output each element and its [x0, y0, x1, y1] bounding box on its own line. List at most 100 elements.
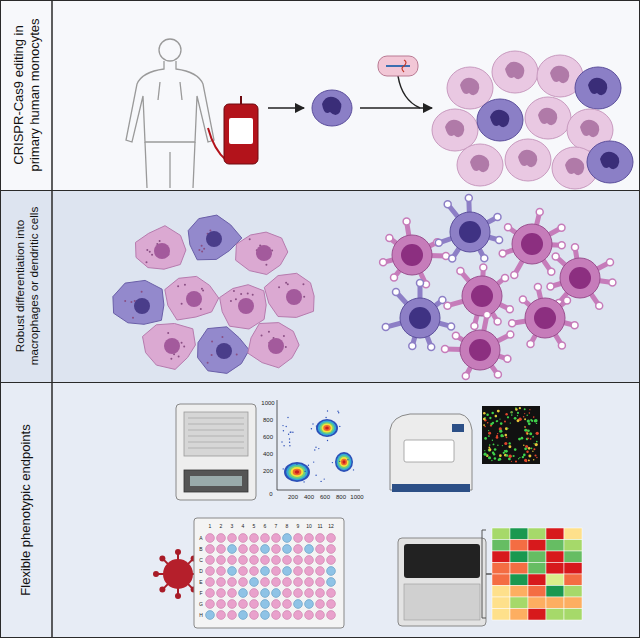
virion — [163, 559, 193, 589]
granule — [132, 317, 134, 319]
signal-dot — [523, 445, 525, 447]
well — [283, 545, 292, 554]
signal-dot — [511, 411, 512, 412]
signal-dot — [524, 426, 526, 428]
event-dot — [303, 481, 304, 482]
signal-dot — [533, 448, 535, 450]
plate-index: 6 — [264, 524, 267, 529]
heatmap-cell — [564, 563, 582, 575]
nucleus — [256, 245, 272, 261]
plate-index: 1 — [209, 524, 212, 529]
granule — [285, 282, 287, 284]
dendritic-cell — [462, 276, 502, 316]
well — [294, 578, 303, 587]
signal-dot — [523, 416, 525, 418]
well — [283, 600, 292, 609]
dendrite-tip — [609, 279, 616, 286]
nucleus — [469, 339, 491, 361]
heatmap-cell — [528, 586, 546, 598]
heatmap-cell — [510, 563, 528, 575]
signal-dot — [488, 456, 491, 459]
signal-dot — [489, 444, 491, 446]
dendrite-tip — [386, 235, 393, 242]
plate-index: 8 — [286, 524, 289, 529]
cell — [432, 109, 478, 151]
cell — [525, 97, 571, 139]
heatmap-cell — [492, 609, 510, 621]
dendrite-tip — [509, 320, 516, 327]
nucleus — [268, 338, 284, 354]
spike-tip — [175, 549, 181, 555]
heatmap-cell — [546, 597, 564, 609]
well — [206, 578, 215, 587]
well — [327, 556, 336, 565]
heatmap-cell — [564, 597, 582, 609]
signal-dot — [497, 410, 500, 413]
signal-dot — [511, 414, 513, 416]
dendrite-tip — [571, 322, 578, 329]
well — [261, 567, 270, 576]
arrow — [398, 76, 420, 108]
nucleus — [409, 307, 431, 329]
heatmap-cell — [492, 528, 510, 540]
panel-band: CRISPR-Cas9 editing in primary human mon… — [0, 0, 640, 191]
well — [294, 589, 303, 598]
well — [305, 611, 314, 620]
well — [327, 611, 336, 620]
event-dot — [289, 438, 290, 439]
event-dot — [312, 423, 313, 424]
event-dot — [283, 468, 284, 469]
well — [239, 545, 248, 554]
well — [272, 567, 281, 576]
well — [316, 578, 325, 587]
signal-dot — [509, 442, 511, 444]
heatmap-cell — [510, 574, 528, 586]
well — [206, 611, 215, 620]
granule — [183, 346, 185, 348]
event-dot — [327, 440, 328, 441]
well — [294, 600, 303, 609]
signal-dot — [519, 407, 521, 409]
well — [228, 556, 237, 565]
density-contour — [316, 419, 338, 437]
event-dot — [338, 412, 339, 413]
well — [217, 611, 226, 620]
dendrite-tip — [435, 239, 442, 246]
well — [272, 611, 281, 620]
event-dot — [332, 462, 333, 463]
event-dot — [308, 465, 309, 466]
well — [261, 600, 270, 609]
granule — [202, 289, 204, 291]
signal-dot — [515, 408, 518, 411]
dendrite-tip — [572, 244, 579, 251]
signal-dot — [493, 453, 495, 455]
dendritic-cell — [460, 330, 500, 370]
dendrite-tip — [505, 224, 512, 231]
signal-dot — [500, 422, 503, 425]
signal-dot — [528, 459, 530, 461]
signal-dot — [489, 417, 491, 419]
granule — [181, 342, 183, 344]
dendrite-tip — [393, 289, 400, 296]
nucleus — [206, 231, 222, 247]
signal-dot — [533, 443, 534, 444]
signal-dot — [524, 413, 525, 414]
event-dot — [289, 445, 290, 446]
density-contour — [340, 457, 349, 467]
signal-dot — [528, 422, 531, 425]
plate-index: 7 — [275, 524, 278, 529]
well — [305, 556, 314, 565]
signal-dot — [528, 460, 530, 462]
heatmap-cell — [528, 540, 546, 552]
signal-dot — [492, 440, 493, 441]
dendrite-tip — [511, 272, 518, 279]
heatmap-cell — [528, 574, 546, 586]
plate-index: A — [199, 536, 202, 541]
well — [327, 545, 336, 554]
signal-dot — [533, 416, 535, 418]
granule — [265, 264, 267, 266]
nucleus — [521, 233, 543, 255]
signal-dot — [507, 416, 509, 418]
granule — [249, 238, 251, 240]
divider — [51, 0, 53, 638]
